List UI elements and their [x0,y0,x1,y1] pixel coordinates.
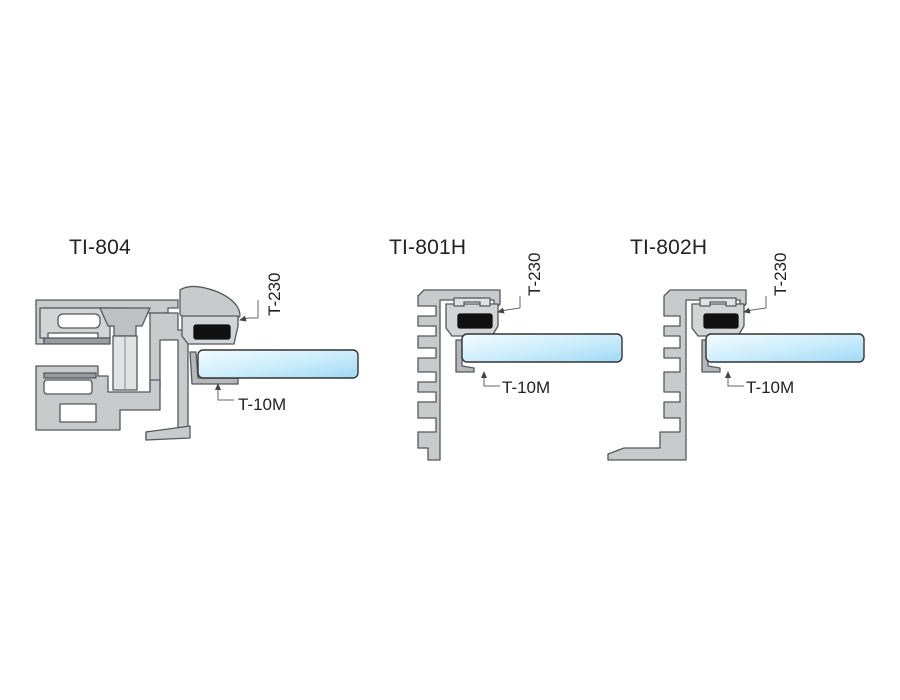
figure-title-ti-801h: TI-801H [389,236,467,259]
ti-801h-clip [453,297,491,307]
ti-801h-t10m [455,339,475,373]
ti-804-lower-hatch [43,372,97,379]
ti-802h-glass [705,333,865,363]
ti-804-lower-slot [43,379,93,395]
figure-title-ti-802h: TI-802H [630,236,708,259]
ti-804-diagram [35,285,359,441]
ti-802h-clip [699,297,737,307]
ti-804-upper-slot [57,313,101,329]
ti-804-cover-cap [179,285,241,321]
ti-801h-t10m-label: T-10M [502,378,550,397]
ti-804-t230-label: T-230 [265,273,284,316]
ti-801h-glass [461,333,623,363]
ti-801h-t230-label: T-230 [525,253,544,296]
ti-802h-leaders [725,296,767,387]
ti-802h-t10m-label: T-10M [746,378,794,397]
ti-804-glass [197,349,359,379]
ti-801h-profile [417,289,501,461]
ti-801h-diagram [417,289,623,461]
ti-804-lower-notch [59,403,97,423]
ti-802h-gasket [703,313,739,329]
ti-804-hatch-strip [43,337,111,345]
ti-802h-diagram [607,289,865,461]
figure-title-ti-804: TI-804 [69,236,131,259]
ti-802h-t230-label: T-230 [771,253,790,296]
ti-804-gasket [193,324,231,340]
ti-804-t10m-label: T-10M [238,395,286,414]
ti-804-t10m [189,351,239,385]
ti-804-bottom-lip [145,425,191,441]
ti-801h-gasket [457,313,493,329]
ti-804-leaders [215,300,259,401]
ti-801h-leaders [481,296,521,387]
